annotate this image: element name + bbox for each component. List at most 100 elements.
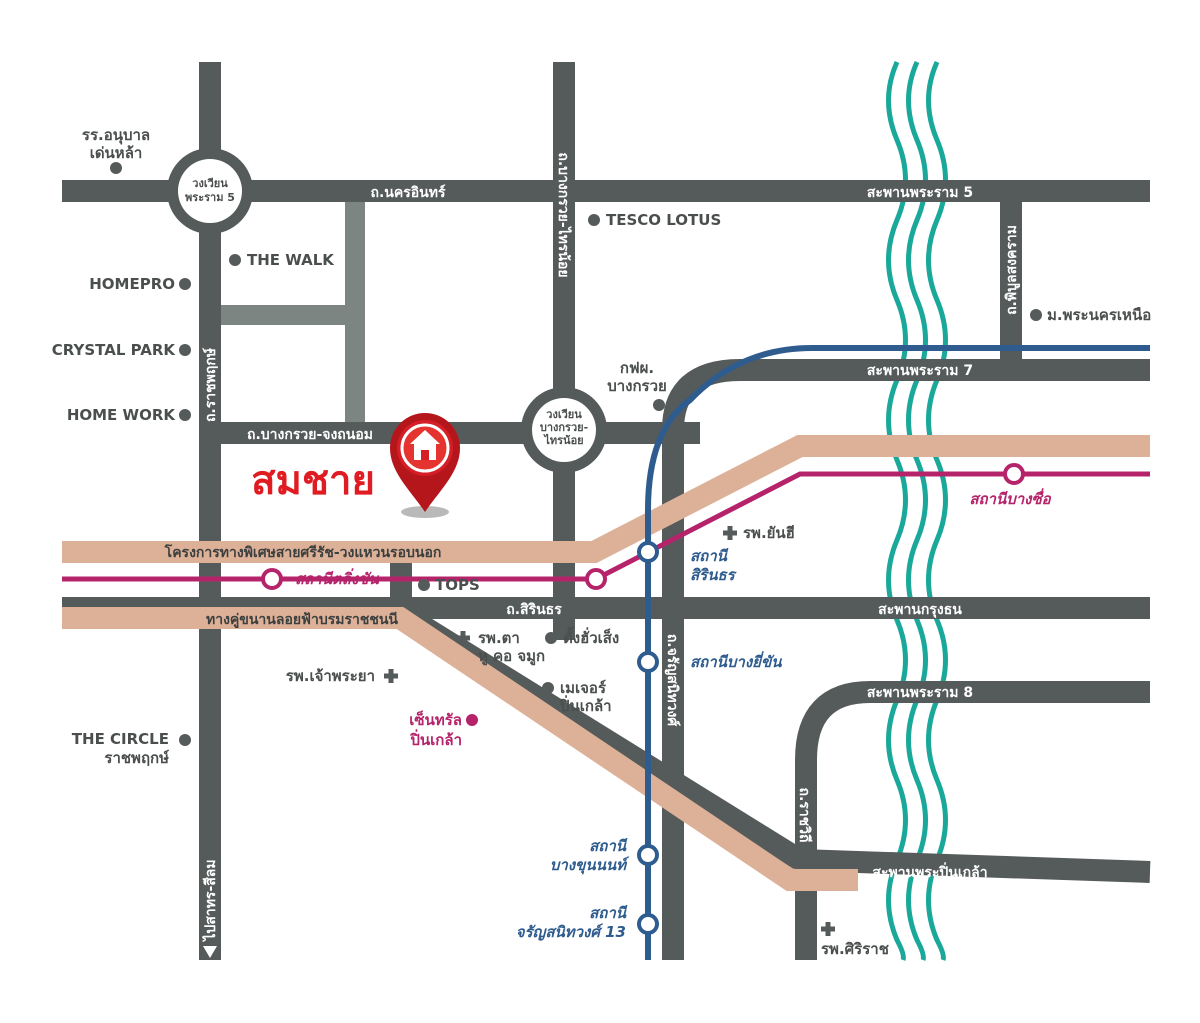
poi-yanhee-label: รพ.ยันฮี [743, 524, 795, 542]
road-label-charansanitwong: ถ.จรัญสนิทวงศ์ [664, 634, 681, 727]
home-label: สมชาย [251, 458, 375, 504]
poi-egat-line1: กฟผ. [620, 359, 654, 377]
poi-yanhee: รพ.ยันฮี [723, 524, 795, 542]
blue-line [645, 345, 1150, 960]
poi-dot [588, 214, 600, 226]
poi-dot [653, 399, 665, 411]
poi-crystal-park-label: CRYSTAL PARK [52, 341, 177, 359]
poi-egat-line2: บางกรวย [607, 377, 667, 395]
poi-central-line1: เซ็นทรัล [409, 710, 462, 729]
station-label-bang-khun-non-line2: บางขุนนนท์ [550, 856, 630, 875]
poi-m-phra-nakhon-nuea-label: ม.พระนครเหนือ [1047, 306, 1151, 324]
hospital-cross-icon [821, 922, 835, 936]
station-label-sirindhorn-line1: สถานี [690, 547, 729, 565]
poi-siriraj-label: รพ.ศิริราช [821, 940, 889, 958]
roundabout-rama5: วงเวียน พระราม 5 [167, 148, 253, 234]
poi-dot [110, 162, 122, 174]
poi-tops: TOPS [418, 576, 480, 594]
poi-kindergarten-line2: เด่นหล้า [90, 144, 143, 162]
poi-ent-line2: หู คอ จมูก [478, 647, 545, 666]
bridge-label-rama8: สะพานพระราม 8 [867, 685, 973, 701]
poi-tang-hua-seng-label: ตั้งฮั่วเส็ง [563, 626, 619, 647]
station-label-bang-son: สถานีบางซื่อ [969, 488, 1051, 508]
poi-tops-label: TOPS [435, 576, 480, 594]
expressways [62, 435, 1150, 891]
poi-dot [545, 632, 557, 644]
poi-kindergarten: รร.อนุบาล เด่นหล้า [82, 126, 150, 174]
poi-home-work-label: HOME WORK [67, 406, 177, 424]
roundabout-bangkruai-line2: บางกรวย- [540, 421, 588, 434]
station-bang-khun-non-marker [637, 844, 659, 866]
poi-tesco-lotus: TESCO LOTUS [588, 211, 721, 229]
bridge-label-pinklao: สะพานพระปิ่นเกล้า [872, 862, 987, 881]
poi-chao-phraya-hospital: รพ.เจ้าพระยา [286, 667, 398, 685]
poi-dot [418, 579, 430, 591]
road-label-sirindhorn: ถ.สิรินธร [506, 602, 562, 618]
station-bang-son-marker [1003, 463, 1025, 485]
purple-line [62, 471, 1150, 582]
station-label-taling-chan: สถานีตลิ่งชัน [295, 568, 379, 588]
poi-the-circle-line2: ราชพฤกษ์ [104, 749, 169, 767]
poi-the-walk: THE WALK [229, 251, 335, 269]
station-purple-junction-marker [585, 568, 607, 590]
hospital-cross-icon [723, 526, 737, 540]
poi-dot [179, 344, 191, 356]
poi-m-phra-nakhon-nuea: ม.พระนครเหนือ [1030, 306, 1151, 324]
station-sirindhorn-marker [637, 541, 659, 563]
poi-dot [179, 734, 191, 746]
bridge-label-rama7: สะพานพระราม 7 [867, 363, 973, 379]
road-label-nakhon-in: ถ.นครอินทร์ [371, 184, 446, 201]
expressway-label-ring: โครงการทางพิเศษสายศรีรัช-วงแหวนรอบนอก [164, 543, 442, 561]
poi-central: เซ็นทรัล ปิ่นเกล้า [409, 710, 478, 749]
station-charan13-marker [637, 913, 659, 935]
station-label-bang-khun-non-line1: สถานี [589, 837, 628, 855]
roundabout-rama5-line2: พระราม 5 [185, 191, 235, 204]
house-icon [410, 430, 440, 460]
roundabout-rama5-line1: วงเวียน [192, 177, 228, 190]
home-marker[interactable] [390, 413, 460, 518]
bridge-label-rama5: สะพานพระราม 5 [867, 185, 973, 201]
poi-siriraj: รพ.ศิริราช [821, 922, 889, 958]
bridge-label-krungthon: สะพานกรุงธน [878, 602, 962, 618]
poi-egat: กฟผ. บางกรวย [607, 359, 667, 411]
hospital-cross-icon [384, 669, 398, 683]
poi-major-line1: เมเจอร์ [560, 679, 607, 697]
poi-homepro-label: HOMEPRO [89, 275, 175, 293]
poi-major: เมเจอร์ ปิ่นเกล้า [542, 679, 612, 715]
road-label-ratchaphruek: ถ.ราชพฤกษ์ [202, 348, 219, 422]
road-label-bangkruai-sainoi: ถ.บางกรวย-ไทรน้อย [555, 152, 573, 277]
down-arrow-icon [203, 946, 217, 958]
road-label-phibun: ถ.พิบูลสงคราม [1004, 225, 1020, 315]
station-label-bang-yi-khan: สถานีบางยี่ขัน [690, 651, 782, 671]
station-label-charan13-line1: สถานี [589, 904, 628, 922]
poi-dot [542, 682, 554, 694]
poi-tang-hua-seng: ตั้งฮั่วเส็ง [545, 626, 619, 647]
station-label-charan13-line2: จรัญสนิทวงศ์ 13 [516, 923, 626, 941]
poi-chao-phraya-hospital-label: รพ.เจ้าพระยา [286, 667, 375, 685]
station-markers [261, 463, 1025, 935]
road-label-ratchawithi: ถ.ราชวิถี [796, 787, 812, 842]
poi-dot [179, 409, 191, 421]
station-bang-yi-khan-marker [637, 651, 659, 673]
poi-kindergarten-line1: รร.อนุบาล [82, 126, 150, 145]
road-label-bangkruai-chongthanom: ถ.บางกรวย-จงถนอม [247, 427, 373, 443]
poi-dot [179, 278, 191, 290]
poi-central-line2: ปิ่นเกล้า [409, 729, 462, 749]
poi-home-work: HOME WORK [67, 406, 191, 424]
poi-the-walk-label: THE WALK [247, 251, 335, 269]
poi-the-circle: THE CIRCLE ราชพฤกษ์ [72, 730, 191, 767]
poi-ent-hospital: รพ.ตา หู คอ จมูก [456, 629, 545, 666]
roundabout-bangkruai-line3: ไทรน้อย [542, 433, 583, 447]
poi-the-circle-line1: THE CIRCLE [72, 730, 169, 748]
poi-major-line2: ปิ่นเกล้า [559, 695, 612, 715]
station-label-sirindhorn-line2: สิรินธร [690, 566, 738, 584]
minor-roads [218, 200, 365, 424]
station-taling-chan-marker [261, 568, 283, 590]
poi-ent-line1: รพ.ตา [478, 629, 520, 647]
poi-dot [466, 714, 478, 726]
poi-homepro: HOMEPRO [89, 275, 191, 293]
road-label-to-sathorn: ไปสาทร-สีลม [201, 859, 219, 942]
poi-dot [229, 254, 241, 266]
hospital-cross-icon [456, 631, 470, 645]
